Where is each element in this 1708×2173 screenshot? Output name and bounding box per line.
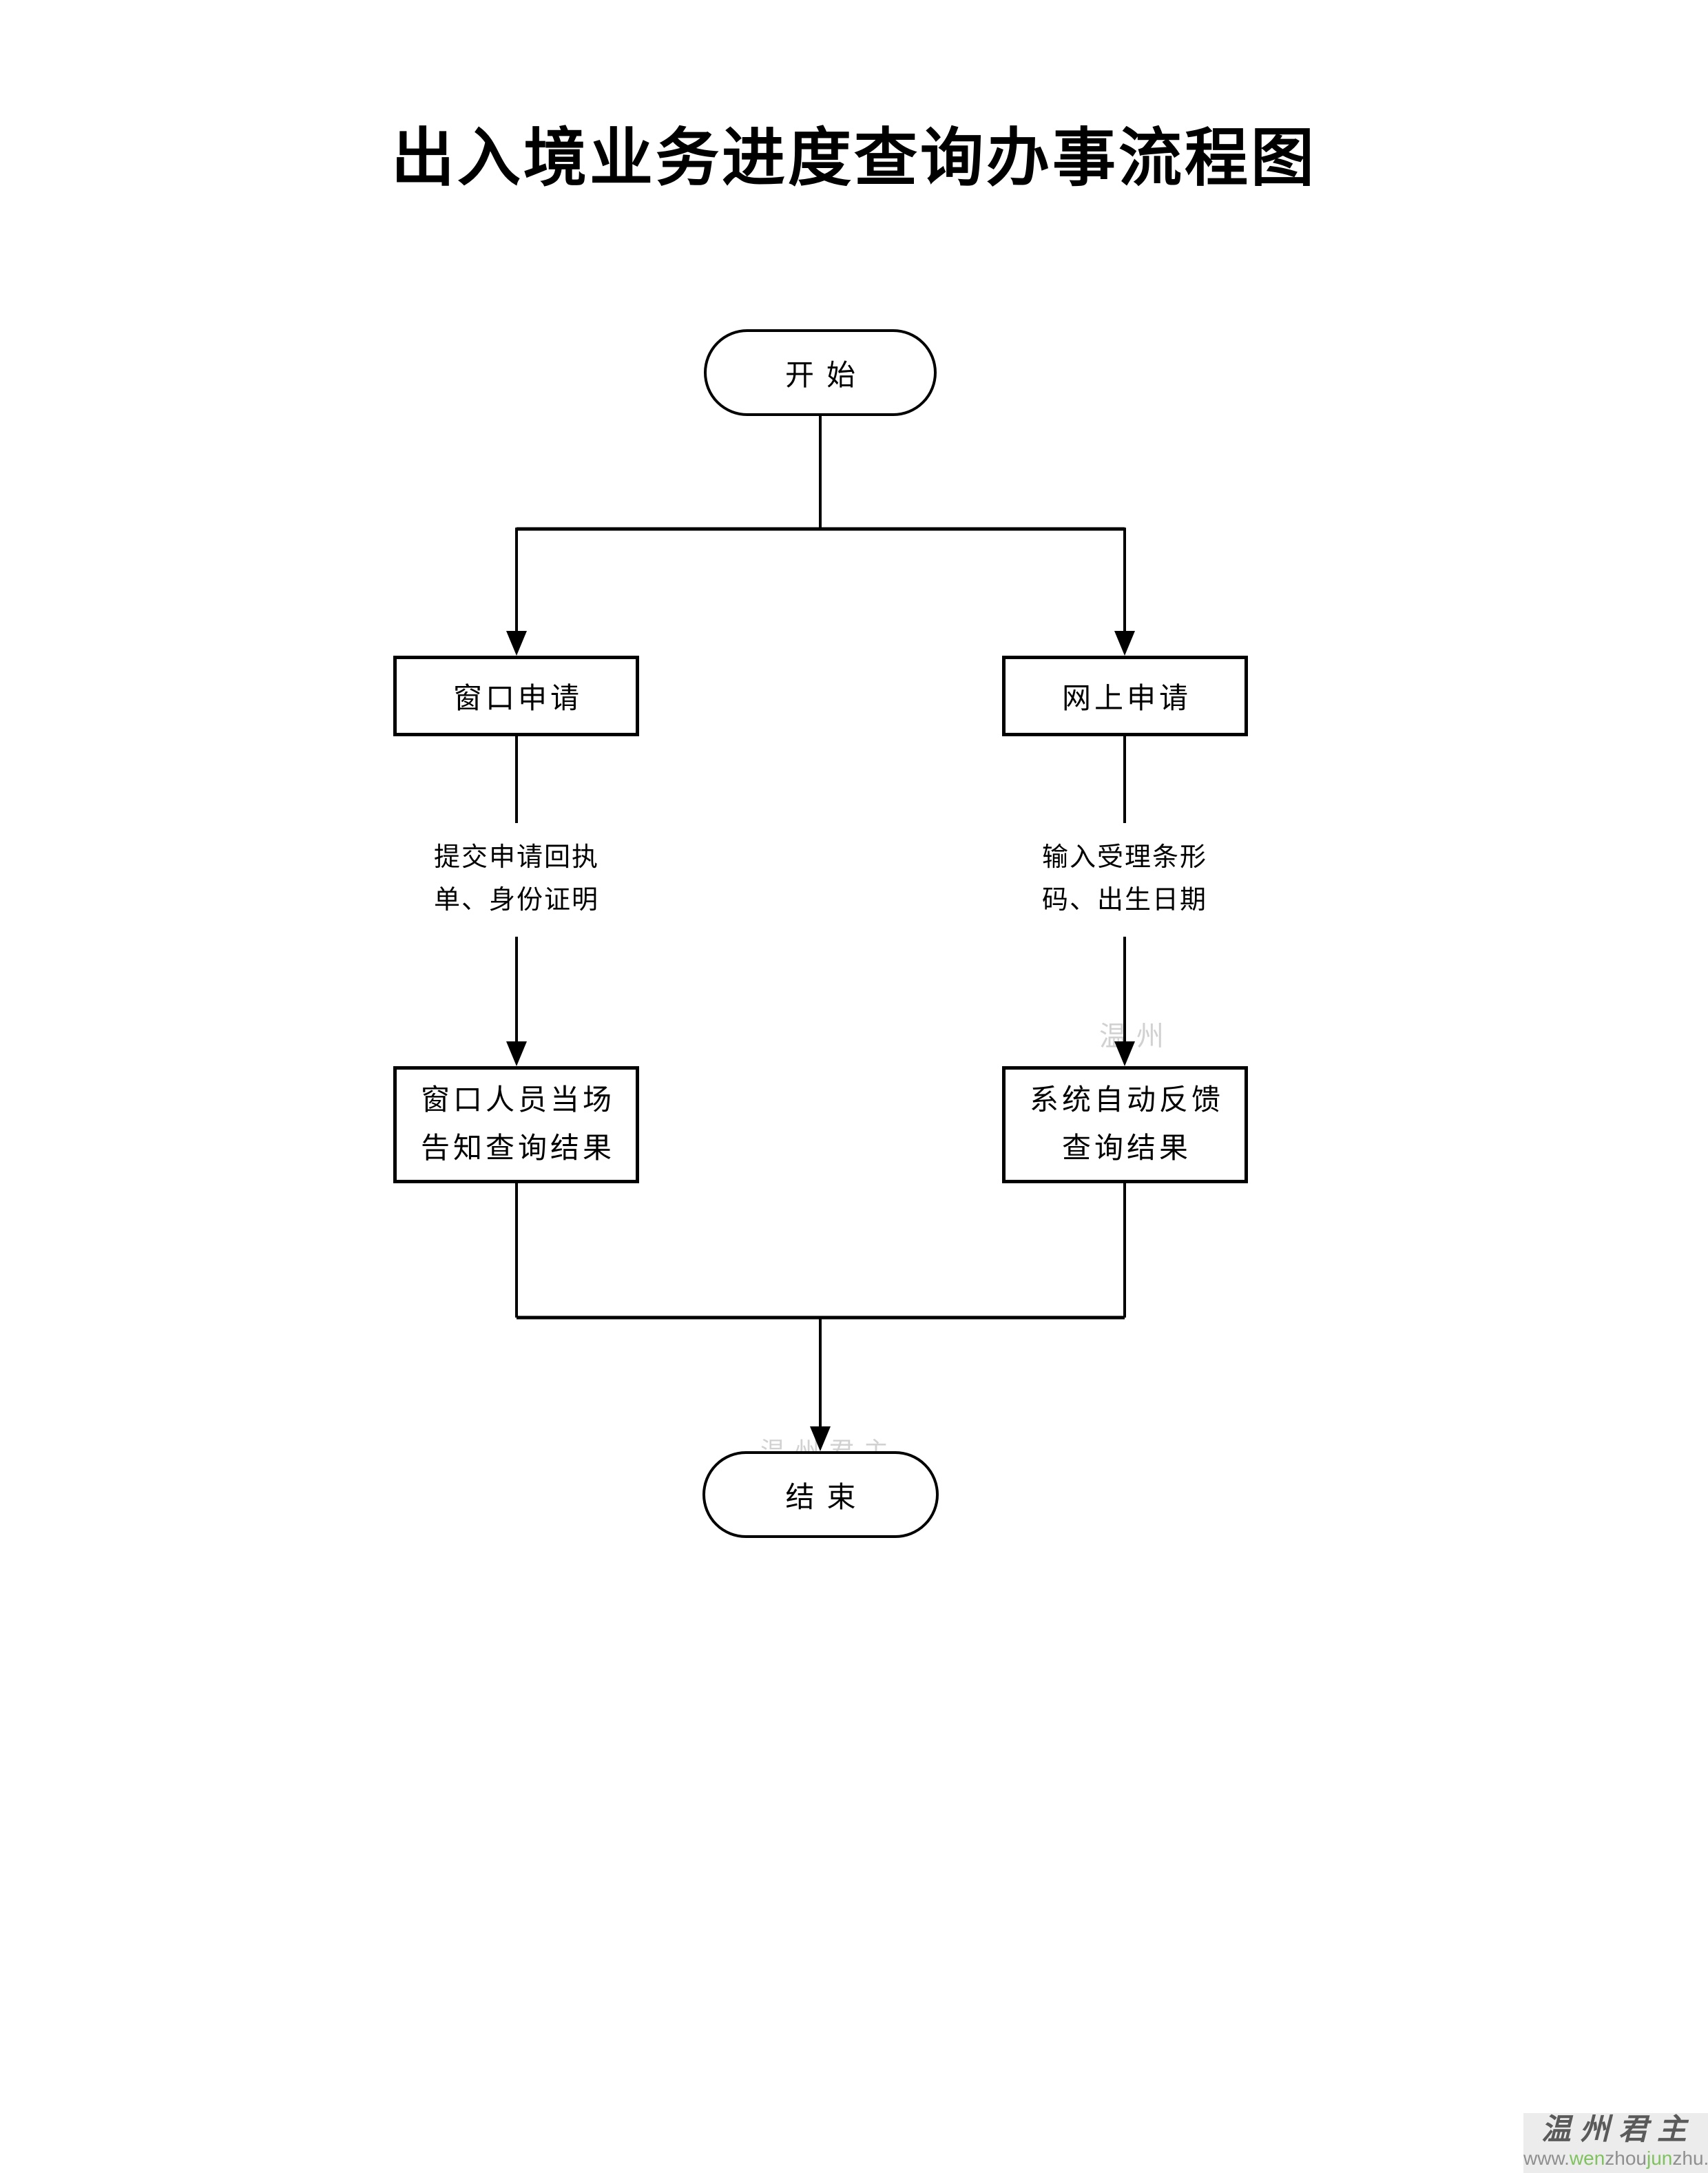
process-box-window-result: 窗口人员当场 告知查询结果 <box>393 1066 639 1183</box>
edge-note-line: 单、身份证明 <box>433 886 599 915</box>
process-box-label-line: 窗口人员当场 <box>420 1085 615 1116</box>
arrow-down-icon <box>1114 1041 1135 1066</box>
process-box-system-feedback: 系统自动反馈 查询结果 <box>1002 1066 1248 1183</box>
watermark-url-segment: www. <box>1523 2148 1570 2169</box>
arrow-down-icon <box>506 1041 527 1066</box>
process-box-label: 网上申请 <box>1061 683 1191 715</box>
start-node: 开始 <box>704 329 937 416</box>
watermark-badge: 温州君主 www.wenzhoujunzhu.com <box>1523 2113 1708 2173</box>
watermark-url-segment: zhu.com <box>1672 2148 1708 2169</box>
edge-note-line: 输入受理条形 <box>1041 843 1207 872</box>
process-box-label-line: 告知查询结果 <box>420 1133 615 1165</box>
start-node-label: 开始 <box>784 360 868 392</box>
edge-note-line: 提交申请回执 <box>433 843 599 872</box>
process-box-label: 窗口申请 <box>452 683 583 715</box>
end-node-label: 结束 <box>785 1481 868 1514</box>
process-box-online-application: 网上申请 <box>1002 656 1248 736</box>
edge-note-right: 输入受理条形 码、出生日期 <box>973 836 1276 922</box>
edge-note-line: 码、出生日期 <box>1041 886 1207 915</box>
process-box-label-line: 查询结果 <box>1061 1133 1191 1165</box>
arrow-down-icon <box>810 1426 831 1451</box>
page-title: 出入境业务进度查询办事流程图 <box>390 123 1317 194</box>
process-box-label-line: 系统自动反馈 <box>1029 1085 1224 1116</box>
watermark-url-segment: wen <box>1569 2148 1605 2169</box>
arrow-down-icon <box>506 631 527 656</box>
watermark-url-segment: zhou <box>1605 2148 1647 2169</box>
watermark-brand-text: 温州君主 <box>1541 2114 1696 2146</box>
arrow-down-icon <box>1114 631 1135 656</box>
watermark-url-segment: jun <box>1647 2148 1673 2169</box>
watermark-url-text: www.wenzhoujunzhu.com <box>1523 2148 1708 2170</box>
end-node: 结束 <box>702 1451 939 1538</box>
process-box-window-application: 窗口申请 <box>393 656 639 736</box>
edge-note-left: 提交申请回执 单、身份证明 <box>365 836 668 922</box>
